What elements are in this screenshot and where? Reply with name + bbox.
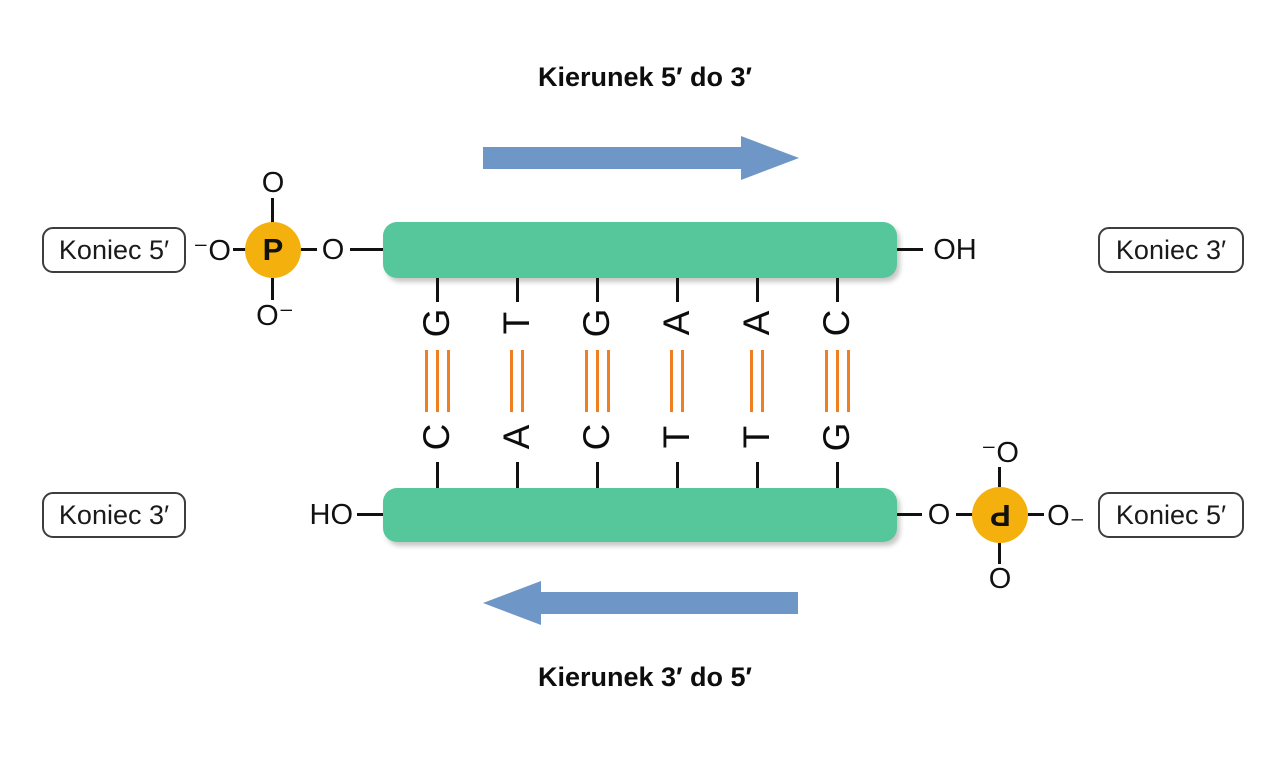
base-letter-top: G	[416, 308, 457, 338]
base-letter-top: C	[816, 309, 857, 337]
bond-line	[998, 467, 1001, 487]
bond-line	[435, 462, 439, 490]
hydrogen-bond-line	[424, 350, 428, 412]
oxygen-label-bottom: O⁻	[256, 299, 294, 332]
bond-line	[755, 278, 759, 302]
hydrogen-bond-line	[446, 350, 450, 412]
bond-line	[675, 278, 679, 302]
bond-line	[998, 543, 1001, 564]
oxygen-label-top: ⁻O	[981, 436, 1019, 469]
base-pair-column: A T	[735, 278, 779, 490]
base-pair-column: G C	[415, 278, 459, 490]
arrow-right-icon	[741, 136, 799, 180]
hydrogen-bond-line	[584, 350, 588, 412]
hydrogen-bond-line	[750, 350, 753, 412]
bond-line	[271, 198, 274, 223]
base-letter-top: T	[496, 311, 537, 335]
hydrogen-bond-line	[595, 350, 599, 412]
strand-bar-top	[383, 222, 897, 278]
bond-line	[897, 513, 922, 516]
phosphorus-symbol: P	[989, 498, 1011, 533]
oxygen-label-left: O	[927, 498, 951, 531]
bond-line	[350, 248, 383, 251]
base-letter-bottom: C	[416, 423, 457, 451]
oxygen-label-left: ⁻O	[193, 234, 231, 267]
base-pair-column: A T	[655, 278, 699, 490]
hydrogen-bond-line	[681, 350, 684, 412]
bond-line	[755, 462, 759, 490]
hydrogen-bond-line	[835, 350, 839, 412]
base-letter-bottom: A	[496, 424, 537, 450]
end-label-bottom-right: Koniec 5′	[1098, 492, 1244, 538]
hydrogen-bonds	[655, 350, 699, 412]
arrow-left-icon	[483, 581, 541, 625]
bond-line	[956, 513, 973, 516]
oxygen-label-bottom: O	[988, 562, 1012, 595]
bond-line	[301, 248, 317, 251]
end-label-bottom-left: Koniec 3′	[42, 492, 186, 538]
bond-line	[835, 278, 839, 302]
oxygen-label-top: O	[261, 166, 285, 199]
bond-line	[435, 278, 439, 302]
hydrogen-bond-line	[510, 350, 513, 412]
hydrogen-bond-line	[435, 350, 439, 412]
base-pair-column: C G	[815, 278, 859, 490]
base-letter-bottom: T	[656, 425, 697, 449]
bond-line	[271, 278, 274, 300]
strand-bar-bottom	[383, 488, 897, 542]
bond-line	[675, 462, 679, 490]
hydrogen-bond-line	[670, 350, 673, 412]
base-letter-bottom: C	[576, 423, 617, 451]
base-pair-column: G C	[575, 278, 619, 490]
arrow-left-icon	[541, 592, 798, 614]
hydrogen-bonds	[495, 350, 539, 412]
direction-label-top: Kierunek 5′ do 3′	[537, 62, 752, 92]
base-letter-top: G	[576, 308, 617, 338]
oxygen-label-right: O₋	[1047, 499, 1085, 532]
phosphate-group-top-left: P	[245, 222, 301, 278]
bond-line	[515, 278, 519, 302]
bond-line	[357, 513, 383, 516]
bond-line	[897, 248, 923, 251]
base-letter-bottom: T	[736, 425, 777, 449]
hydrogen-bond-line	[606, 350, 610, 412]
bond-line	[595, 278, 599, 302]
bond-line	[1028, 513, 1044, 516]
end-label-top-right: Koniec 3′	[1098, 227, 1244, 273]
bond-line	[595, 462, 599, 490]
phosphorus-symbol: P	[262, 232, 284, 267]
base-letter-bottom: G	[816, 422, 857, 452]
hydrogen-bonds	[575, 350, 619, 412]
hydrogen-bond-line	[761, 350, 764, 412]
arrow-right-icon	[483, 147, 741, 169]
end-label-top-left: Koniec 5′	[42, 227, 186, 273]
bond-line	[515, 462, 519, 490]
oxygen-label-right: O	[321, 233, 345, 266]
base-pair-column: T A	[495, 278, 539, 490]
base-letter-top: A	[736, 310, 777, 336]
bond-line	[835, 462, 839, 490]
hydrogen-bonds	[735, 350, 779, 412]
bond-line	[233, 248, 247, 251]
hydroxyl-label-top-right: OH	[933, 233, 977, 266]
hydrogen-bond-line	[846, 350, 850, 412]
hydrogen-bonds	[415, 350, 459, 412]
hydrogen-bond-line	[521, 350, 524, 412]
hydroxyl-label-bottom-left: HO	[309, 498, 354, 531]
phosphate-group-bottom-right: P	[972, 487, 1028, 543]
hydrogen-bonds	[815, 350, 859, 412]
direction-label-bottom: Kierunek 3′ do 5′	[537, 662, 752, 692]
base-letter-top: A	[656, 310, 697, 336]
hydrogen-bond-line	[824, 350, 828, 412]
